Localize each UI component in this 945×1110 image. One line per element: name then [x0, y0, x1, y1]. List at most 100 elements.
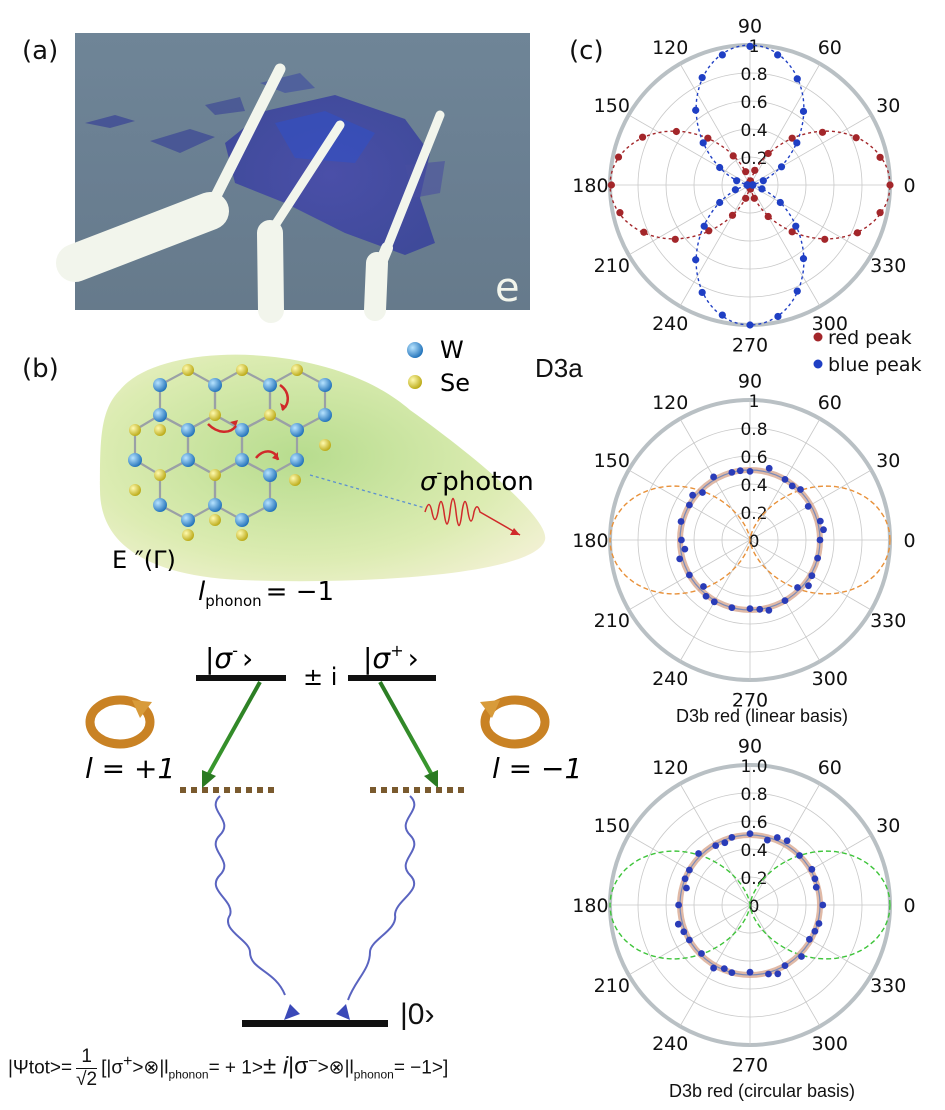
- data-point: [677, 518, 685, 525]
- data-point-blue: [718, 311, 726, 319]
- data-point: [765, 970, 772, 978]
- data-point: [675, 901, 682, 909]
- polar-angle-tick: 300: [812, 313, 848, 335]
- data-point: [783, 837, 791, 845]
- device-micrograph: e: [56, 33, 530, 323]
- polar-radial-tick: 1.0: [740, 757, 767, 777]
- polar-radial-tick: 0.6: [740, 448, 767, 468]
- formula-term1-sup: +: [123, 1053, 133, 1071]
- formula-term2-sup: −: [308, 1053, 318, 1071]
- ground-state-label: |0›: [400, 998, 435, 1031]
- data-point: [820, 526, 827, 534]
- data-point: [816, 536, 824, 544]
- polar-chart-linear: 030609012015018021024027030033000.20.40.…: [572, 370, 916, 711]
- polar-angle-tick: 120: [652, 757, 688, 779]
- data-point-blue: [716, 198, 724, 207]
- legend-se-label: Se: [440, 369, 470, 397]
- polar-spoke: [749, 63, 821, 186]
- polar-radial-tick: 0.8: [740, 65, 767, 85]
- data-point: [796, 852, 803, 859]
- data-point: [720, 965, 728, 973]
- data-point: [702, 592, 710, 600]
- data-point-blue: [716, 163, 724, 172]
- polar-angle-tick: 60: [818, 37, 842, 59]
- data-point-red: [788, 134, 796, 142]
- polar-angle-tick: 240: [652, 668, 688, 690]
- data-point: [676, 555, 684, 563]
- scale-mark: e: [495, 265, 520, 311]
- se-atoms: [129, 364, 331, 541]
- data-point-blue: [793, 75, 801, 83]
- lattice-and-levels: W Se σ-photon E ″(Γ) lphonon= −1 |σ-› |σ…: [85, 336, 582, 1001]
- data-point-red: [729, 152, 737, 160]
- polar-radial-tick: 0.2: [740, 504, 767, 524]
- polar-angle-tick: 120: [652, 392, 688, 414]
- data-point: [699, 489, 706, 496]
- legend-w-swatch: [407, 342, 423, 358]
- polar-angle-tick: 300: [812, 1033, 848, 1055]
- data-point: [681, 875, 689, 883]
- formula-term2: |σ: [288, 1052, 309, 1079]
- transition-arrows: [202, 681, 438, 788]
- rotation-icon-left: [85, 695, 155, 749]
- formula-term2-end: = −1>]: [393, 1057, 449, 1079]
- data-point: [695, 850, 702, 857]
- level-sigma-plus: [348, 675, 436, 681]
- legend-se-swatch: [408, 375, 422, 389]
- formula-fraction: 1√2: [76, 1046, 98, 1091]
- data-point-red: [750, 194, 758, 202]
- formula-frac-num: 1: [76, 1046, 98, 1069]
- legend-label: red peak: [828, 327, 912, 349]
- data-point: [712, 842, 720, 849]
- data-point-red: [876, 153, 884, 161]
- polar-radial-tick: 0.2: [740, 869, 767, 889]
- data-point: [746, 468, 754, 475]
- data-point: [808, 572, 816, 580]
- polar-spoke: [628, 184, 751, 256]
- w-atoms: [128, 378, 332, 527]
- formula-sub-1: phonon: [168, 1067, 209, 1082]
- polar-spoke: [679, 63, 751, 186]
- data-point: [685, 501, 693, 509]
- polar-angle-tick: 90: [738, 370, 762, 392]
- polar-angle-tick: 150: [594, 815, 630, 837]
- data-point-red: [728, 211, 737, 219]
- data-point: [781, 475, 789, 483]
- polar-angle-tick: 90: [738, 735, 762, 757]
- polar-angle-tick: 210: [594, 255, 630, 277]
- data-point: [685, 866, 693, 874]
- data-point-blue: [759, 177, 767, 185]
- polar-angle-tick: 150: [594, 450, 630, 472]
- data-point-blue: [692, 106, 700, 114]
- data-point-blue: [777, 163, 786, 171]
- polar-angle-tick: 30: [876, 815, 900, 837]
- data-point-red: [853, 229, 862, 237]
- data-point-blue: [699, 139, 707, 147]
- phonon-mode-label: E ″(Γ): [112, 546, 176, 574]
- data-point-blue: [774, 51, 782, 59]
- data-point-red: [818, 128, 827, 136]
- data-point: [774, 970, 782, 978]
- data-point: [765, 464, 773, 472]
- data-point: [685, 936, 693, 944]
- polar-angle-tick: 330: [870, 610, 906, 632]
- data-point: [788, 482, 796, 490]
- data-point: [683, 884, 690, 892]
- polar-angle-tick: 180: [572, 530, 608, 552]
- data-point: [710, 964, 717, 972]
- polar-angle-tick: 0: [904, 530, 916, 552]
- polar-radial-tick: 0.4: [740, 121, 767, 141]
- legend-swatch: [813, 332, 823, 342]
- polar-spoke: [749, 184, 872, 256]
- polar-spoke: [628, 114, 751, 186]
- data-point: [797, 486, 804, 493]
- data-point-blue: [746, 321, 754, 329]
- data-point: [794, 584, 801, 591]
- data-point: [781, 962, 789, 970]
- formula-sub-2: phonon: [353, 1067, 394, 1082]
- level-sigma-minus: [196, 675, 286, 681]
- data-point-red: [821, 235, 829, 243]
- reference-lobes: [609, 485, 891, 595]
- data-point: [811, 927, 819, 935]
- data-point-red: [852, 134, 860, 142]
